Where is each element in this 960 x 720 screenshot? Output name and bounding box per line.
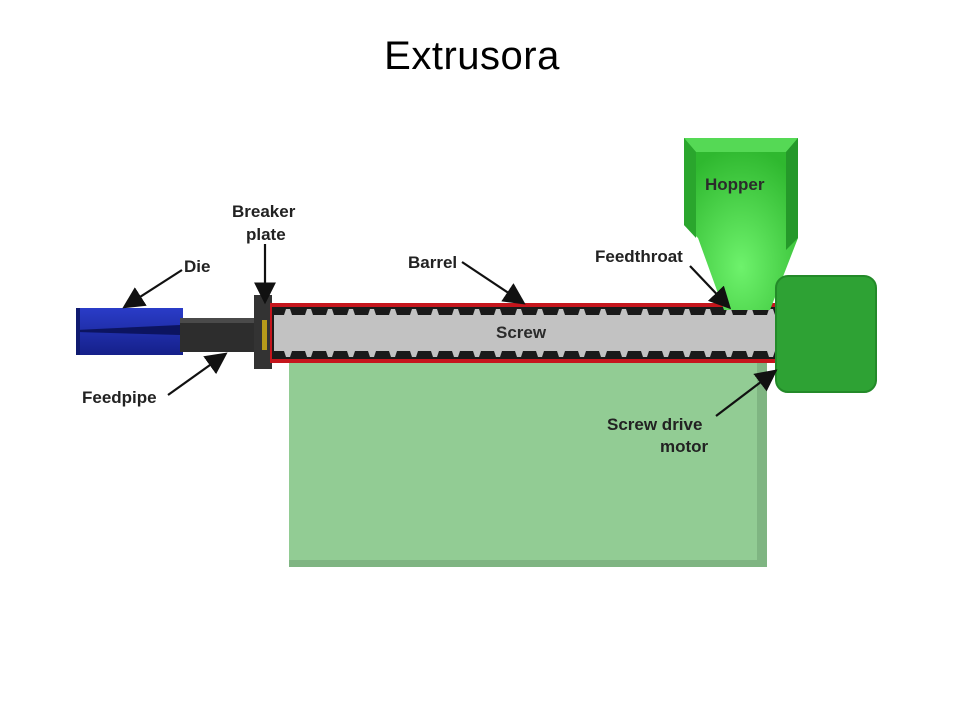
- screw-flight: [494, 351, 502, 357]
- barrel-label: Barrel: [408, 253, 457, 272]
- screw-flight: [557, 351, 565, 357]
- screw-flight: [305, 309, 313, 315]
- screw-flight: [410, 309, 418, 315]
- screw-flight: [536, 351, 544, 357]
- screw-flight: [389, 351, 397, 357]
- screw-flight: [326, 351, 334, 357]
- motor-shape: [775, 275, 877, 393]
- die-arrow: [122, 269, 183, 309]
- screw-flight: [284, 309, 292, 315]
- motor-label-line1: Screw drive: [607, 415, 702, 434]
- screw-flight: [599, 351, 607, 357]
- screw-flight: [368, 309, 376, 315]
- die-shape: [76, 308, 183, 355]
- screw-flight: [599, 309, 607, 315]
- screw-flight: [431, 351, 439, 357]
- screw-flight: [431, 309, 439, 315]
- screw-flight: [473, 351, 481, 357]
- screw-flight: [326, 309, 334, 315]
- screw-flight: [515, 351, 523, 357]
- screw-flight: [683, 351, 691, 357]
- breaker-plate-label-line2: plate: [246, 225, 286, 244]
- screw-flight: [494, 309, 502, 315]
- screw-flight: [410, 351, 418, 357]
- screw-flight: [683, 309, 691, 315]
- screw-label: Screw: [496, 323, 547, 342]
- screw-flight: [557, 309, 565, 315]
- screw-flight: [746, 309, 754, 315]
- screw-flight: [347, 351, 355, 357]
- motor-arrow: [715, 369, 778, 417]
- feedpipe-arrow: [167, 352, 228, 396]
- screw-flight: [578, 351, 586, 357]
- screw-flight: [473, 309, 481, 315]
- screw-flight: [725, 351, 733, 357]
- screw-flight: [368, 351, 376, 357]
- barrel-arrow: [461, 261, 526, 305]
- motor-label-line2: motor: [660, 437, 709, 456]
- screw-flight: [284, 351, 292, 357]
- screw-flight: [767, 309, 775, 315]
- hopper-label: Hopper: [705, 175, 765, 194]
- feedpipe-label: Feedpipe: [82, 388, 157, 407]
- screw-flight: [767, 351, 775, 357]
- screw-flight: [578, 309, 586, 315]
- hopper-shape: [684, 138, 798, 310]
- screw-flight: [515, 309, 523, 315]
- breaker-plate-label-line1: Breaker: [232, 202, 296, 221]
- breaker-plate-shape: [254, 295, 272, 369]
- screw-flight: [347, 309, 355, 315]
- screw-flight: [746, 351, 754, 357]
- screw-flight: [704, 309, 712, 315]
- screw-flight: [620, 309, 628, 315]
- feedthroat-label: Feedthroat: [595, 247, 683, 266]
- screw-flight: [536, 309, 544, 315]
- feedthroat-arrow: [689, 265, 732, 310]
- die-label: Die: [184, 257, 210, 276]
- callout-arrows: [122, 244, 778, 417]
- feedpipe-shape: [180, 318, 258, 352]
- screw-shape: [274, 309, 778, 357]
- page-title: Extrusora: [384, 34, 560, 78]
- screw-flight: [704, 351, 712, 357]
- screw-flight: [662, 351, 670, 357]
- screw-flight: [725, 309, 733, 315]
- screw-flight: [641, 309, 649, 315]
- screw-flight: [305, 351, 313, 357]
- screw-flight: [641, 351, 649, 357]
- screw-flight: [452, 351, 460, 357]
- screw-flight: [662, 309, 670, 315]
- screw-flight: [452, 309, 460, 315]
- machine-stand: [289, 362, 767, 567]
- screw-flight: [620, 351, 628, 357]
- screw-flight: [389, 309, 397, 315]
